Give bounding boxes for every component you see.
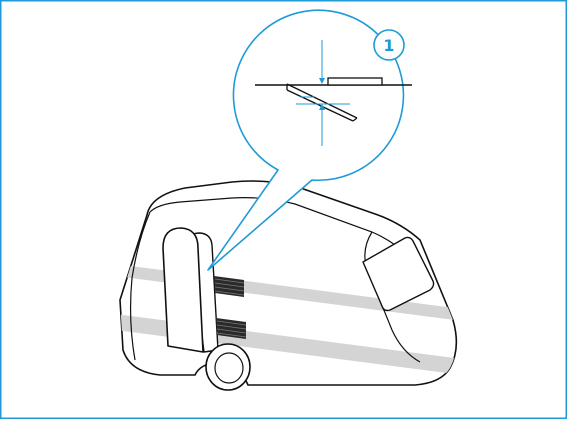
front-window <box>362 236 435 312</box>
callout-badge: 1 <box>373 29 405 61</box>
seal-strip <box>327 77 383 86</box>
door-panel-detail <box>286 83 358 119</box>
door-seal-lower <box>216 318 247 339</box>
door-panel <box>162 227 204 353</box>
rear-edge <box>129 211 151 361</box>
callout-number: 1 <box>383 36 394 55</box>
seal-gap-detail <box>255 40 412 146</box>
trailer <box>119 180 458 391</box>
door-seal-upper <box>214 276 245 297</box>
wheel <box>205 343 251 391</box>
magnifier-callout <box>207 9 405 271</box>
